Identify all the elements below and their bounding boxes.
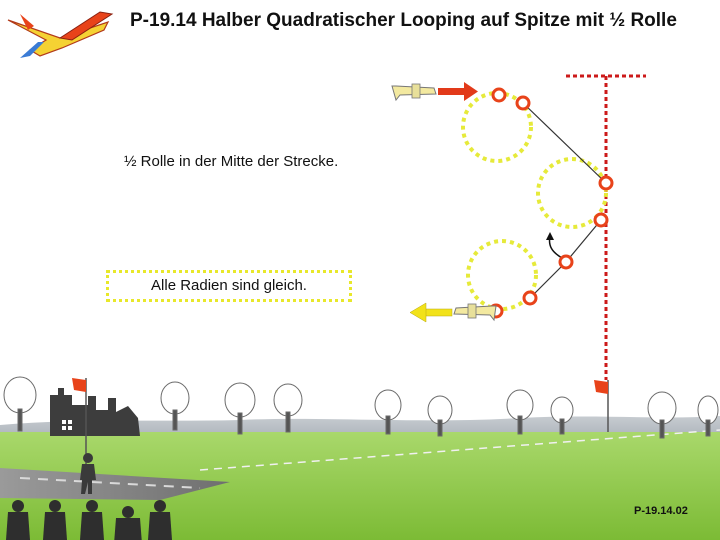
plane-icon bbox=[454, 304, 496, 320]
castle-ruin-icon bbox=[50, 388, 140, 436]
loop-radii bbox=[463, 93, 606, 309]
model-aircraft-logo-icon bbox=[8, 12, 112, 58]
roll-note: ½ Rolle in der Mitte der Strecke. bbox=[124, 153, 338, 170]
slide-code: P-19.14.02 bbox=[634, 505, 688, 517]
vertical-reference bbox=[566, 76, 646, 380]
entry-arrow bbox=[438, 82, 478, 101]
exit-arrow bbox=[410, 303, 452, 322]
plane-icon bbox=[392, 84, 436, 100]
radii-note: Alle Radien sind gleich. bbox=[151, 277, 307, 294]
slide-title: P-19.14 Halber Quadratischer Looping auf… bbox=[130, 10, 710, 32]
radii-note-box: Alle Radien sind gleich. bbox=[106, 270, 352, 302]
position-markers bbox=[490, 89, 612, 317]
